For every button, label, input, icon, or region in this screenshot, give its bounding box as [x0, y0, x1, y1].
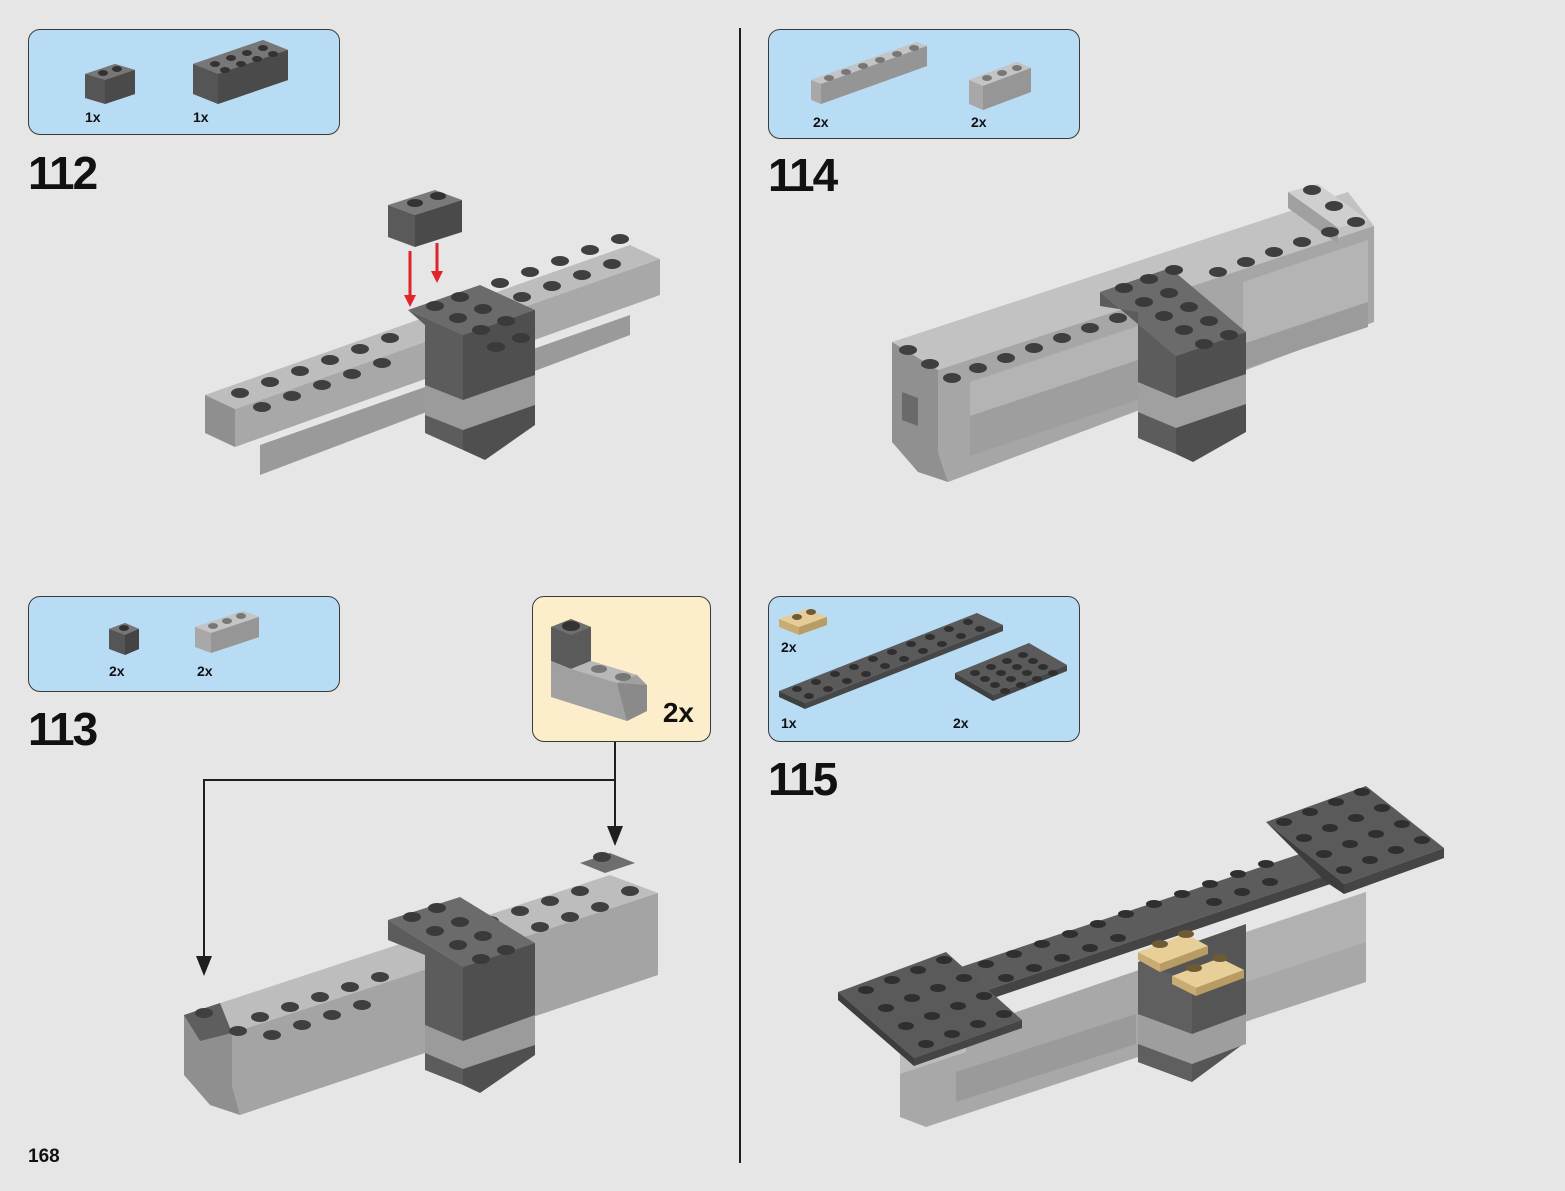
brick-1x2-dark-grey-icon	[85, 64, 135, 104]
plate-2x10-dark-grey-icon	[779, 613, 1003, 709]
step-number: 114	[768, 149, 838, 201]
step-115-model-illustration	[838, 786, 1444, 1127]
sub-assembly-corner-icon	[551, 619, 647, 721]
part-qty: 1x	[193, 109, 209, 125]
part-qty: 2x	[781, 639, 797, 655]
part-qty: 2x	[813, 114, 829, 130]
part-qty: 2x	[109, 663, 125, 679]
step-number: 112	[28, 147, 98, 199]
callout-qty: 2x	[662, 697, 694, 728]
page-divider	[739, 28, 741, 1163]
part-qty: 2x	[953, 715, 969, 731]
plate-4x4-dark-grey-icon	[955, 643, 1067, 701]
sub-assembly-callout: 2x	[532, 596, 711, 742]
page-number: 168	[28, 1146, 60, 1167]
part-qty: 1x	[85, 109, 101, 125]
step-113-model-illustration	[184, 852, 658, 1115]
parts-box-115: 2x 1x 2x	[768, 596, 1080, 742]
step-number: 113	[28, 703, 98, 755]
parts-box-114: 2x 2x	[768, 29, 1080, 139]
brick-1x1-dark-grey-icon	[109, 623, 139, 655]
brick-1x3-light-grey-icon	[195, 611, 259, 653]
brick-1x3-light-grey-icon	[969, 62, 1031, 110]
parts-box-112: 1x 1x	[28, 29, 340, 135]
step-112-model-illustration	[205, 190, 660, 475]
part-qty: 1x	[781, 715, 797, 731]
step-113-callout-arrows	[196, 742, 623, 976]
brick-2x4-dark-grey-icon	[193, 40, 288, 104]
plate-1x2-tan-icon	[779, 609, 827, 635]
brick-1x6-light-grey-icon	[811, 42, 927, 104]
step-number: 115	[768, 753, 838, 805]
part-qty: 2x	[971, 114, 987, 130]
part-qty: 2x	[197, 663, 213, 679]
parts-box-113: 2x 2x	[28, 596, 340, 692]
step-114-model-illustration	[892, 184, 1374, 482]
